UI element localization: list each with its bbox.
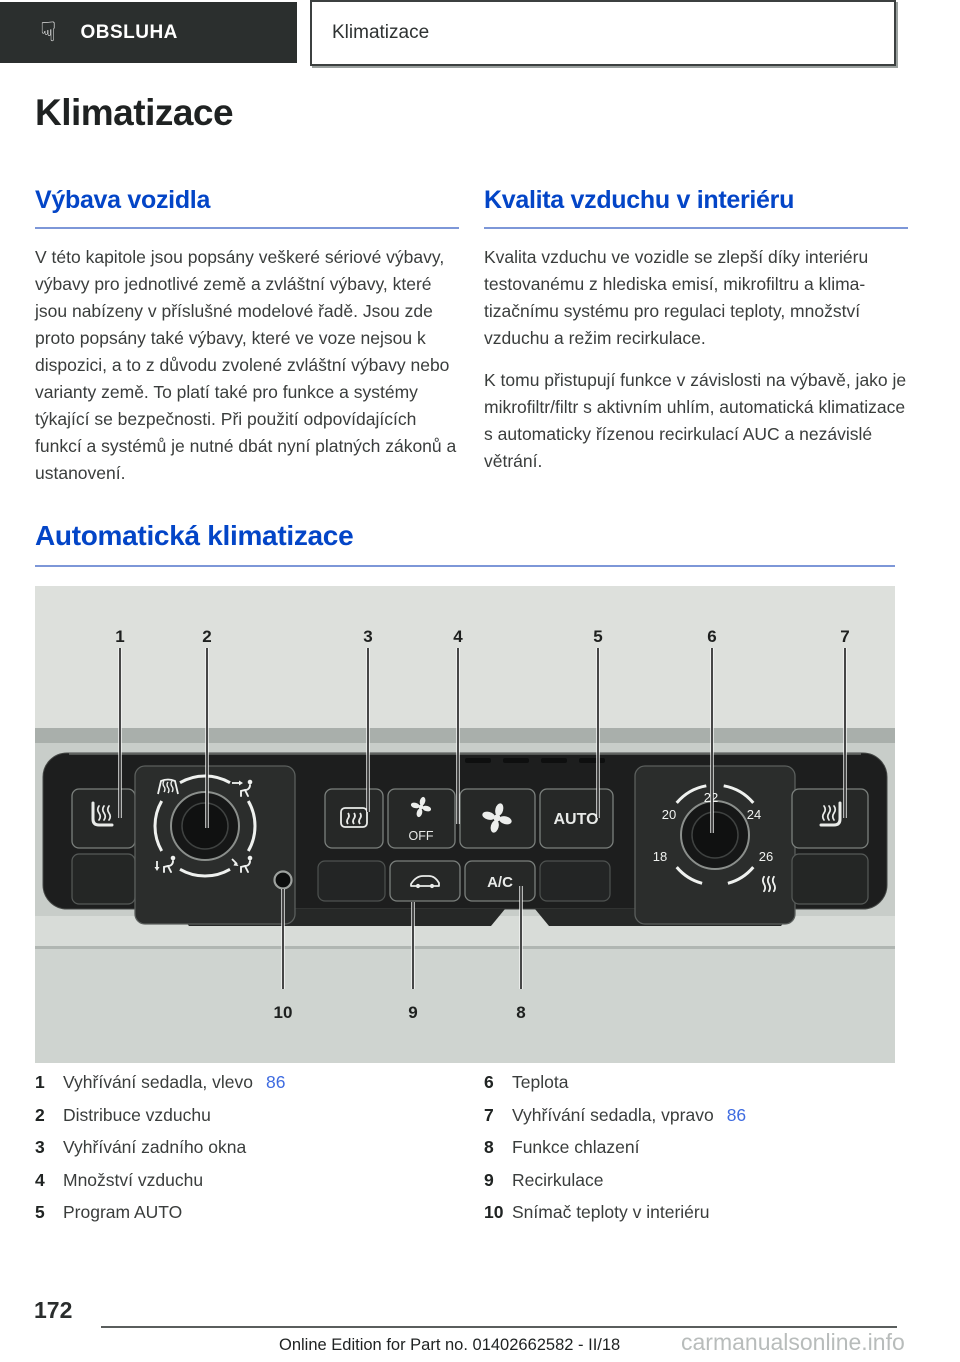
- svg-text:9: 9: [408, 1003, 417, 1022]
- legend-item: 4 Množství vzduchu: [35, 1170, 459, 1203]
- legend-item-label: Distribuce vzduchu: [63, 1104, 211, 1125]
- subsection-heading: Automatická klimatizace: [35, 520, 895, 567]
- legend-item: 1 Vyhřívání sedadla, vlevo 86: [35, 1072, 459, 1105]
- legend-item-label: Vyhřívání zadního okna: [63, 1137, 247, 1157]
- svg-text:4: 4: [453, 627, 463, 646]
- svg-text:8: 8: [516, 1003, 525, 1022]
- vent-upper-body-icon: [232, 778, 254, 797]
- legend-item-number: 8: [484, 1137, 494, 1157]
- seat-heating-right-button: [791, 788, 869, 849]
- page-title: Klimatizace: [35, 92, 234, 133]
- fan-off-label: OFF: [409, 829, 434, 843]
- legend-column-left: 1 Vyhřívání sedadla, vlevo 86 2 Distribu…: [35, 1072, 459, 1235]
- svg-text:5: 5: [593, 627, 602, 646]
- legend-item: 9 Recirkulace: [484, 1170, 908, 1203]
- auto-button-label: AUTO: [553, 811, 598, 828]
- pointing-hand-down-icon: ☟: [40, 17, 57, 47]
- svg-text:3: 3: [363, 627, 372, 646]
- figure-legend: 1 Vyhřívání sedadla, vlevo 86 2 Distribu…: [35, 1072, 908, 1235]
- svg-text:24: 24: [747, 807, 761, 822]
- legend-item-number: 6: [484, 1072, 494, 1092]
- legend-item-number: 5: [35, 1202, 45, 1222]
- legend-item-label: Teplota: [512, 1072, 569, 1092]
- seat-heating-left-button: [71, 788, 136, 849]
- section-paragraph: V této kapitole jsou popsány veškeré sér…: [35, 247, 457, 483]
- recirculation-button: [389, 860, 461, 902]
- svg-text:7: 7: [840, 627, 849, 646]
- fan-off-button: [387, 788, 456, 849]
- legend-item-number: 7: [484, 1104, 494, 1125]
- section-paragraph: Kvalita vzduchu ve vozidle se zlepší dík…: [484, 247, 869, 348]
- chapter-tab-label: OBSLUHA: [80, 21, 178, 43]
- breadcrumb: Klimatizace: [332, 22, 430, 43]
- climate-panel-figure: OFF AUTO A/C 22 20 24 18 26: [35, 586, 895, 1063]
- climate-control-panel: OFF AUTO A/C 22 20 24 18 26: [42, 752, 888, 926]
- legend-item: 3 Vyhřívání zadního okna: [35, 1137, 459, 1170]
- vent-mixed-icon: [231, 854, 254, 873]
- svg-text:10: 10: [274, 1003, 293, 1022]
- legend-item: 8 Funkce chlazení: [484, 1137, 908, 1170]
- svg-text:6: 6: [707, 627, 716, 646]
- svg-text:26: 26: [759, 849, 773, 864]
- legend-item-number: 10: [484, 1202, 504, 1222]
- legend-item-number: 4: [35, 1169, 45, 1190]
- svg-text:18: 18: [653, 849, 667, 864]
- legend-item: 2 Distribuce vzduchu: [35, 1105, 459, 1138]
- climate-panel-illustration: OFF AUTO A/C 22 20 24 18 26: [35, 586, 895, 1063]
- section-paragraph: K tomu přistupují funkce v závislosti na…: [484, 370, 907, 471]
- watermark: carmanualsonline.info: [681, 1329, 905, 1355]
- callout-numbers: 1 2 3 4 5 6 7 10 9 8: [115, 627, 849, 1022]
- auto-button: [539, 788, 614, 849]
- vent-footwell-icon: [154, 854, 177, 873]
- page-reference-link[interactable]: 86: [726, 1104, 747, 1125]
- air-distribution-arcs: [153, 774, 257, 878]
- footer-rule: [101, 1326, 897, 1328]
- ac-button: [464, 860, 536, 902]
- legend-item-label: Množství vzduchu: [63, 1169, 204, 1190]
- ac-button-label: A/C: [487, 874, 513, 891]
- section-vybava-vozidla: Výbava vozidla V této kapitole jsou pops…: [35, 186, 459, 500]
- interior-temperature-sensor: [273, 870, 293, 890]
- intro-columns: Výbava vozidla V této kapitole jsou pops…: [35, 186, 908, 500]
- legend-item: 5 Program AUTO: [35, 1202, 459, 1235]
- chapter-tab: ☟ OBSLUHA: [0, 2, 297, 63]
- legend-item-label: Snímač teploty v interiéru: [512, 1202, 710, 1222]
- svg-text:20: 20: [662, 807, 676, 822]
- temperature-arcs: [675, 784, 755, 885]
- page-number: 172: [34, 1297, 73, 1323]
- callout-lines: [118, 648, 847, 989]
- svg-text:2: 2: [202, 627, 211, 646]
- temperature-scale: 22 20 24 18 26: [653, 790, 773, 864]
- section-heading: Výbava vozidla: [35, 186, 459, 229]
- legend-item-label: Vyhřívání sedadla, vlevo: [63, 1072, 254, 1092]
- legend-item: 6 Teplota: [484, 1072, 908, 1105]
- section-heading: Kvalita vzduchu v interiéru: [484, 186, 908, 229]
- legend-item: 10 Snímač teploty v interiéru: [484, 1202, 908, 1235]
- legend-item-number: 2: [35, 1104, 45, 1125]
- legend-item-label: Recirkulace: [512, 1169, 604, 1190]
- svg-text:1: 1: [115, 627, 124, 646]
- legend-item-label: Funkce chlazení: [512, 1137, 640, 1157]
- legend-item-number: 3: [35, 1137, 45, 1157]
- dashboard-edge-band: [35, 728, 895, 743]
- legend-item: 7 Vyhřívání sedadla, vpravo 86: [484, 1105, 908, 1138]
- page-reference-link[interactable]: 86: [266, 1072, 286, 1092]
- legend-item-label: Program AUTO: [63, 1202, 183, 1222]
- legend-item-number: 1: [35, 1072, 45, 1092]
- breadcrumb-box: Klimatizace: [310, 0, 896, 66]
- edition-note: Online Edition for Part no. 01402662582 …: [279, 1336, 621, 1354]
- legend-item-number: 9: [484, 1169, 494, 1190]
- section-kvalita-vzduchu: Kvalita vzduchu v interiéru Kvalita vzdu…: [484, 186, 908, 500]
- legend-item-label: Vyhřívání sedadla, vpravo: [512, 1104, 714, 1125]
- legend-column-right: 6 Teplota 7 Vyhřívání sedadla, vpravo 86…: [484, 1072, 908, 1235]
